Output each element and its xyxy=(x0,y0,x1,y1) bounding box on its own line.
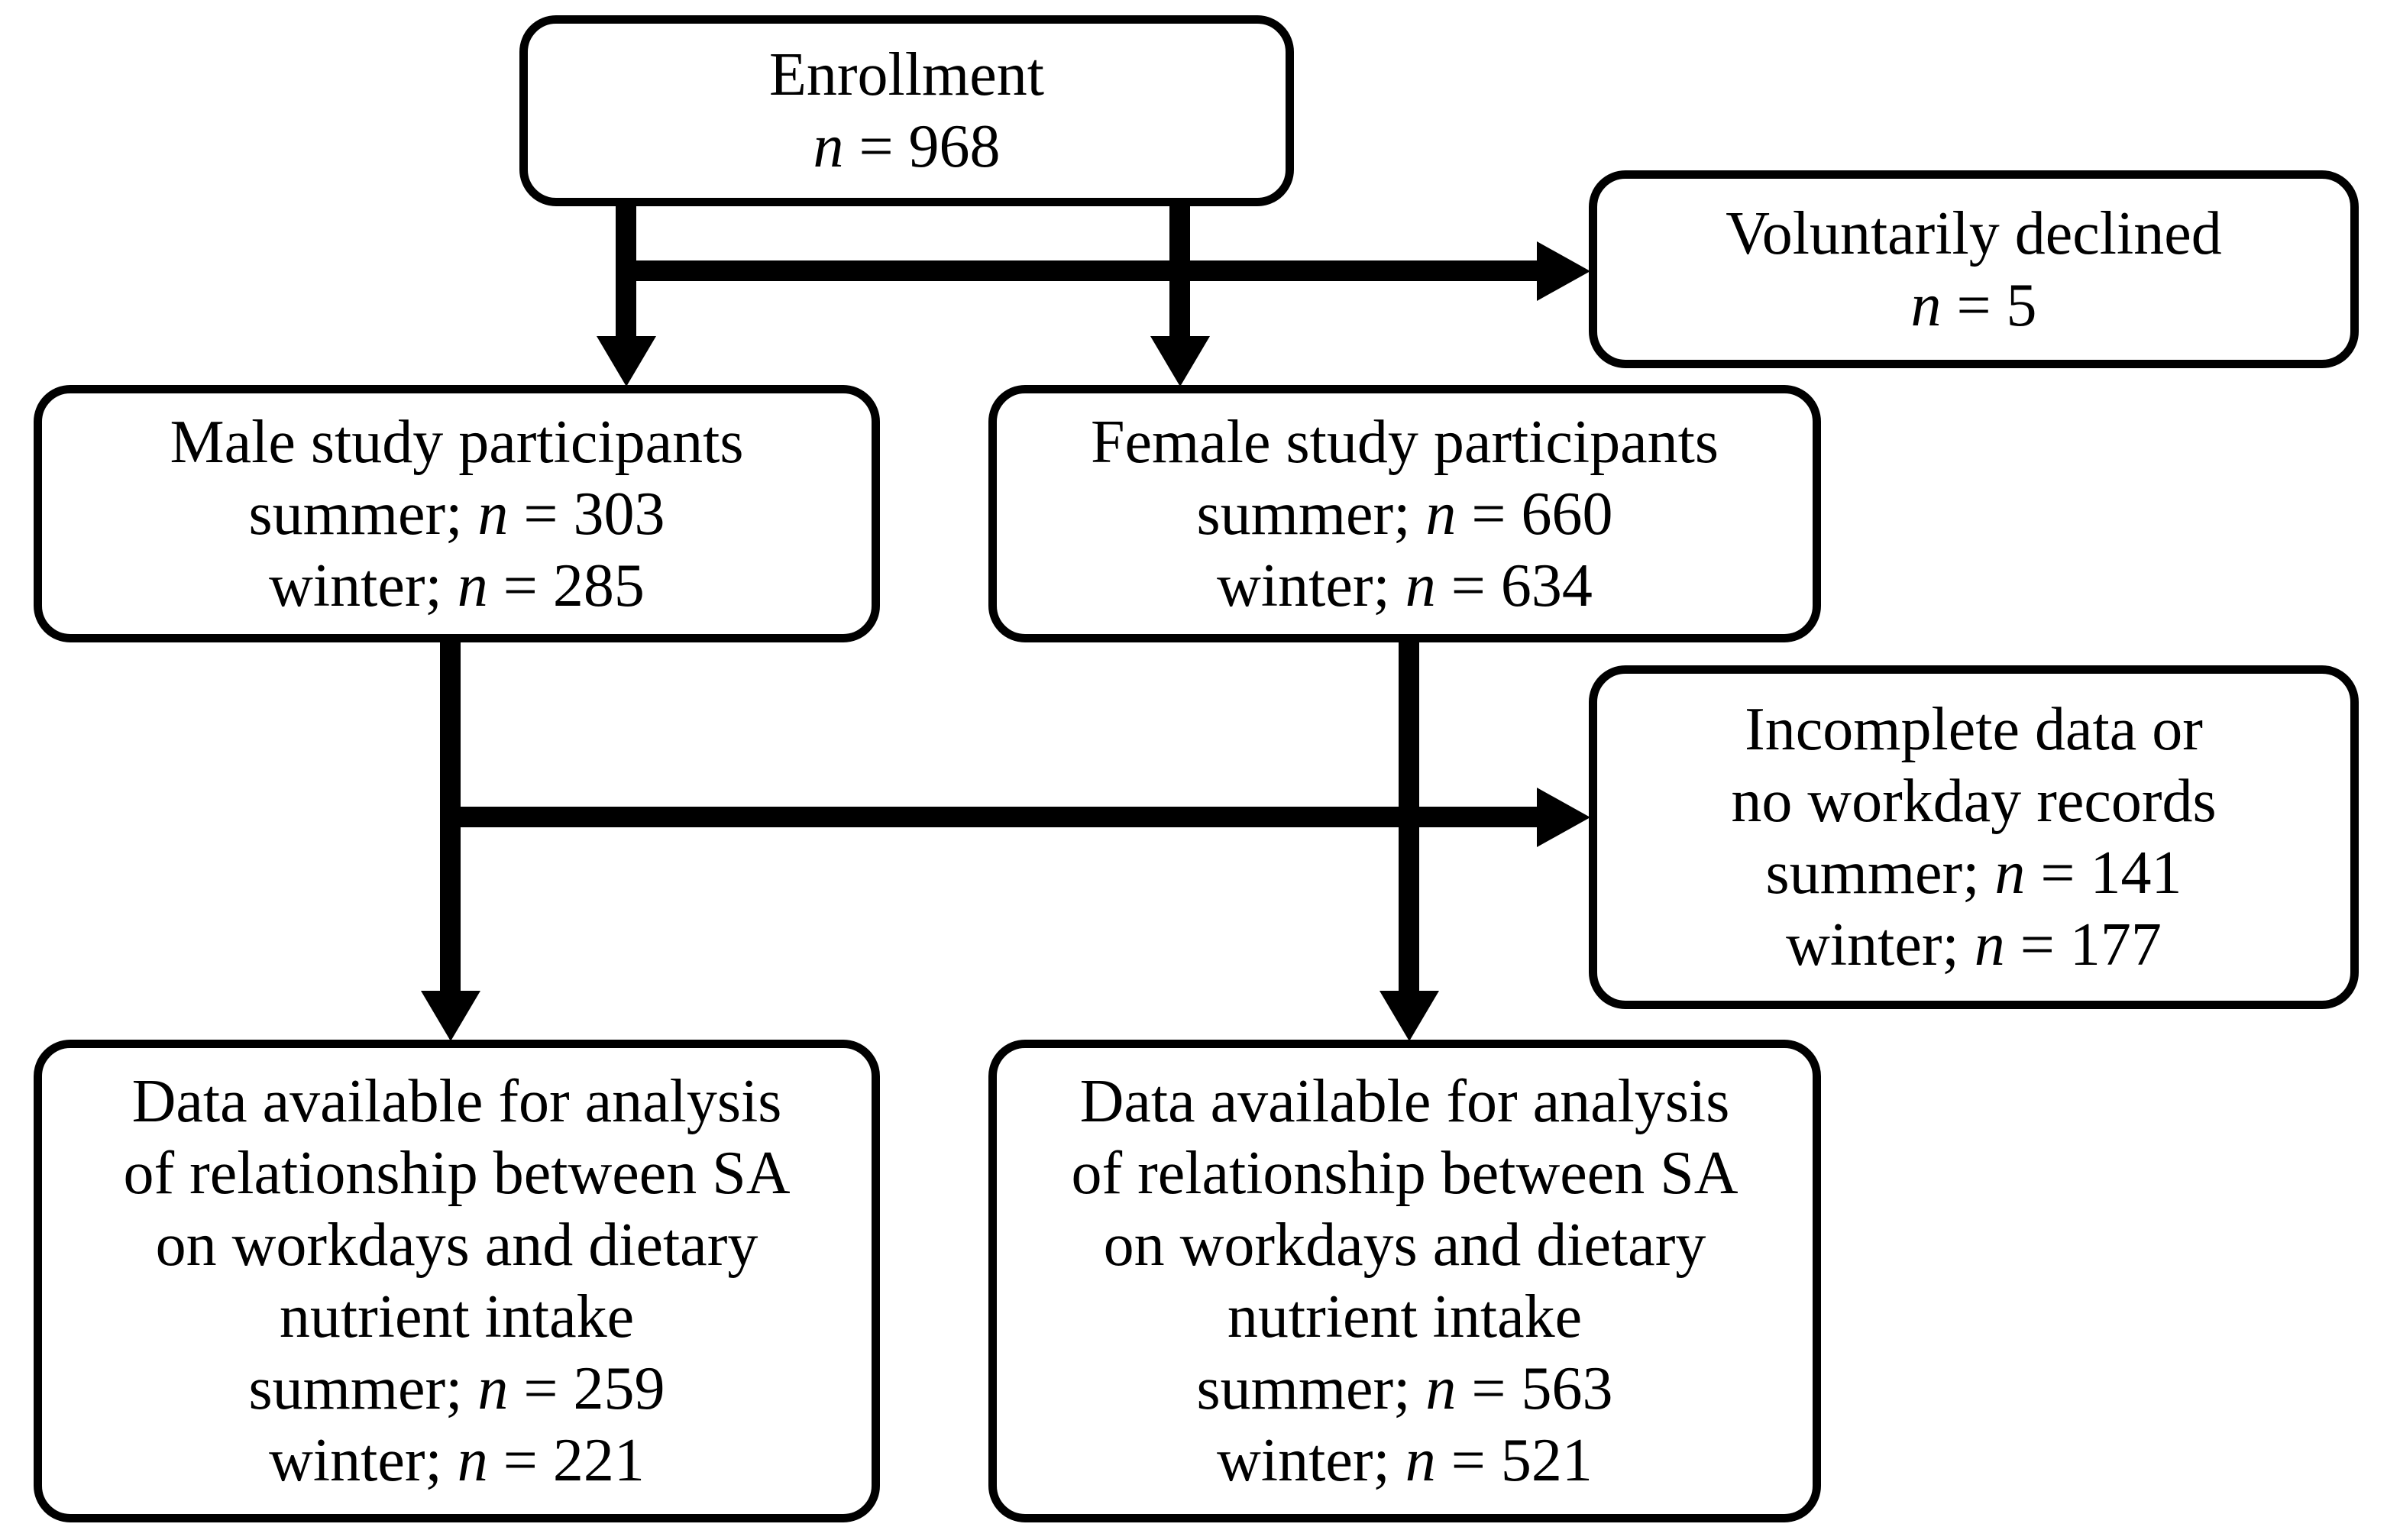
node-male-analysis-data: Data available for analysis of relations… xyxy=(34,1040,880,1522)
n-symbol: n xyxy=(813,113,844,180)
arrow-enrollment-to-declined-head xyxy=(1537,241,1590,301)
node-voluntarily-declined: Voluntarily declined n = 5 xyxy=(1589,170,2359,368)
stat-label: summer; xyxy=(1765,840,1995,907)
arrow-male-to-analysis-head xyxy=(421,991,480,1041)
stat-value: = 660 xyxy=(1456,480,1613,548)
n-symbol: n xyxy=(1405,1427,1436,1494)
arrow-enrollment-to-male-head xyxy=(597,336,656,387)
node-title: Data available for analysis xyxy=(1079,1068,1730,1135)
stat-label: winter; xyxy=(1217,552,1405,620)
node-enrollment: Enrollment n = 968 xyxy=(519,15,1294,206)
node-stat-line: winter; n = 285 xyxy=(269,550,645,622)
node-title: on workdays and dietary xyxy=(155,1212,758,1279)
node-male-participants: Male study participants summer; n = 303 … xyxy=(34,385,880,642)
node-female-analysis-data: Data available for analysis of relations… xyxy=(988,1040,1821,1522)
node-title: nutrient intake xyxy=(279,1283,635,1351)
node-stat-line: winter; n = 521 xyxy=(1217,1425,1593,1496)
stat-value: = 563 xyxy=(1456,1355,1613,1422)
stat-value: = 5 xyxy=(1941,271,2037,339)
node-stat-line: n = 968 xyxy=(813,111,1000,183)
stat-value: = 259 xyxy=(508,1355,665,1422)
stat-value: = 177 xyxy=(2004,911,2162,979)
node-title: on workdays and dietary xyxy=(1103,1212,1706,1279)
stat-value: = 968 xyxy=(843,113,1001,180)
stat-value: = 521 xyxy=(1435,1427,1593,1494)
stat-label: winter; xyxy=(269,1427,458,1494)
node-stat-line: summer; n = 563 xyxy=(1196,1353,1612,1425)
n-symbol: n xyxy=(1910,271,1942,339)
arrow-participants-to-incomplete-head xyxy=(1537,788,1590,847)
stat-value: = 634 xyxy=(1435,552,1593,620)
arrow-enrollment-to-female-head xyxy=(1150,336,1210,387)
node-stat-line: n = 5 xyxy=(1910,270,2036,341)
n-symbol: n xyxy=(477,1355,509,1422)
node-stat-line: summer; n = 660 xyxy=(1196,478,1612,550)
stat-value: = 303 xyxy=(508,480,665,548)
n-symbol: n xyxy=(477,480,509,548)
node-title: Data available for analysis xyxy=(131,1068,782,1135)
node-title: Enrollment xyxy=(769,41,1044,108)
n-symbol: n xyxy=(1425,480,1457,548)
node-title: Voluntarily declined xyxy=(1726,199,2222,267)
stat-value: = 141 xyxy=(2025,840,2182,907)
node-title: of relationship between SA xyxy=(1071,1140,1738,1207)
node-title: Incomplete data or xyxy=(1745,696,2203,763)
node-stat-line: winter; n = 634 xyxy=(1217,550,1593,622)
n-symbol: n xyxy=(457,1427,488,1494)
arrow-female-to-analysis-head xyxy=(1379,991,1439,1041)
n-symbol: n xyxy=(1405,552,1436,620)
node-stat-line: summer; n = 303 xyxy=(248,478,665,550)
node-female-participants: Female study participants summer; n = 66… xyxy=(988,385,1821,642)
stat-label: summer; xyxy=(1196,480,1426,548)
node-title: of relationship between SA xyxy=(123,1140,791,1207)
n-symbol: n xyxy=(1994,840,2026,907)
stat-label: summer; xyxy=(248,480,478,548)
node-title: no workday records xyxy=(1731,768,2217,835)
arrow-participants-to-incomplete-line xyxy=(440,807,1541,827)
n-symbol: n xyxy=(457,552,488,620)
arrow-enrollment-to-declined-line xyxy=(616,260,1541,281)
node-title: Female study participants xyxy=(1090,408,1719,476)
stat-label: winter; xyxy=(269,552,458,620)
node-stat-line: winter; n = 221 xyxy=(269,1425,645,1496)
node-title: Male study participants xyxy=(170,408,744,476)
node-incomplete-data: Incomplete data or no workday records su… xyxy=(1589,665,2359,1009)
n-symbol: n xyxy=(1425,1355,1457,1422)
stat-label: summer; xyxy=(248,1355,478,1422)
node-title: nutrient intake xyxy=(1227,1283,1583,1351)
node-stat-line: summer; n = 141 xyxy=(1765,837,2182,909)
n-symbol: n xyxy=(1974,911,2005,979)
stat-value: = 285 xyxy=(487,552,645,620)
node-stat-line: summer; n = 259 xyxy=(248,1353,665,1425)
node-stat-line: winter; n = 177 xyxy=(1786,909,2162,981)
stat-value: = 221 xyxy=(487,1427,645,1494)
stat-label: winter; xyxy=(1786,911,1975,979)
stat-label: summer; xyxy=(1196,1355,1426,1422)
stat-label: winter; xyxy=(1217,1427,1405,1494)
